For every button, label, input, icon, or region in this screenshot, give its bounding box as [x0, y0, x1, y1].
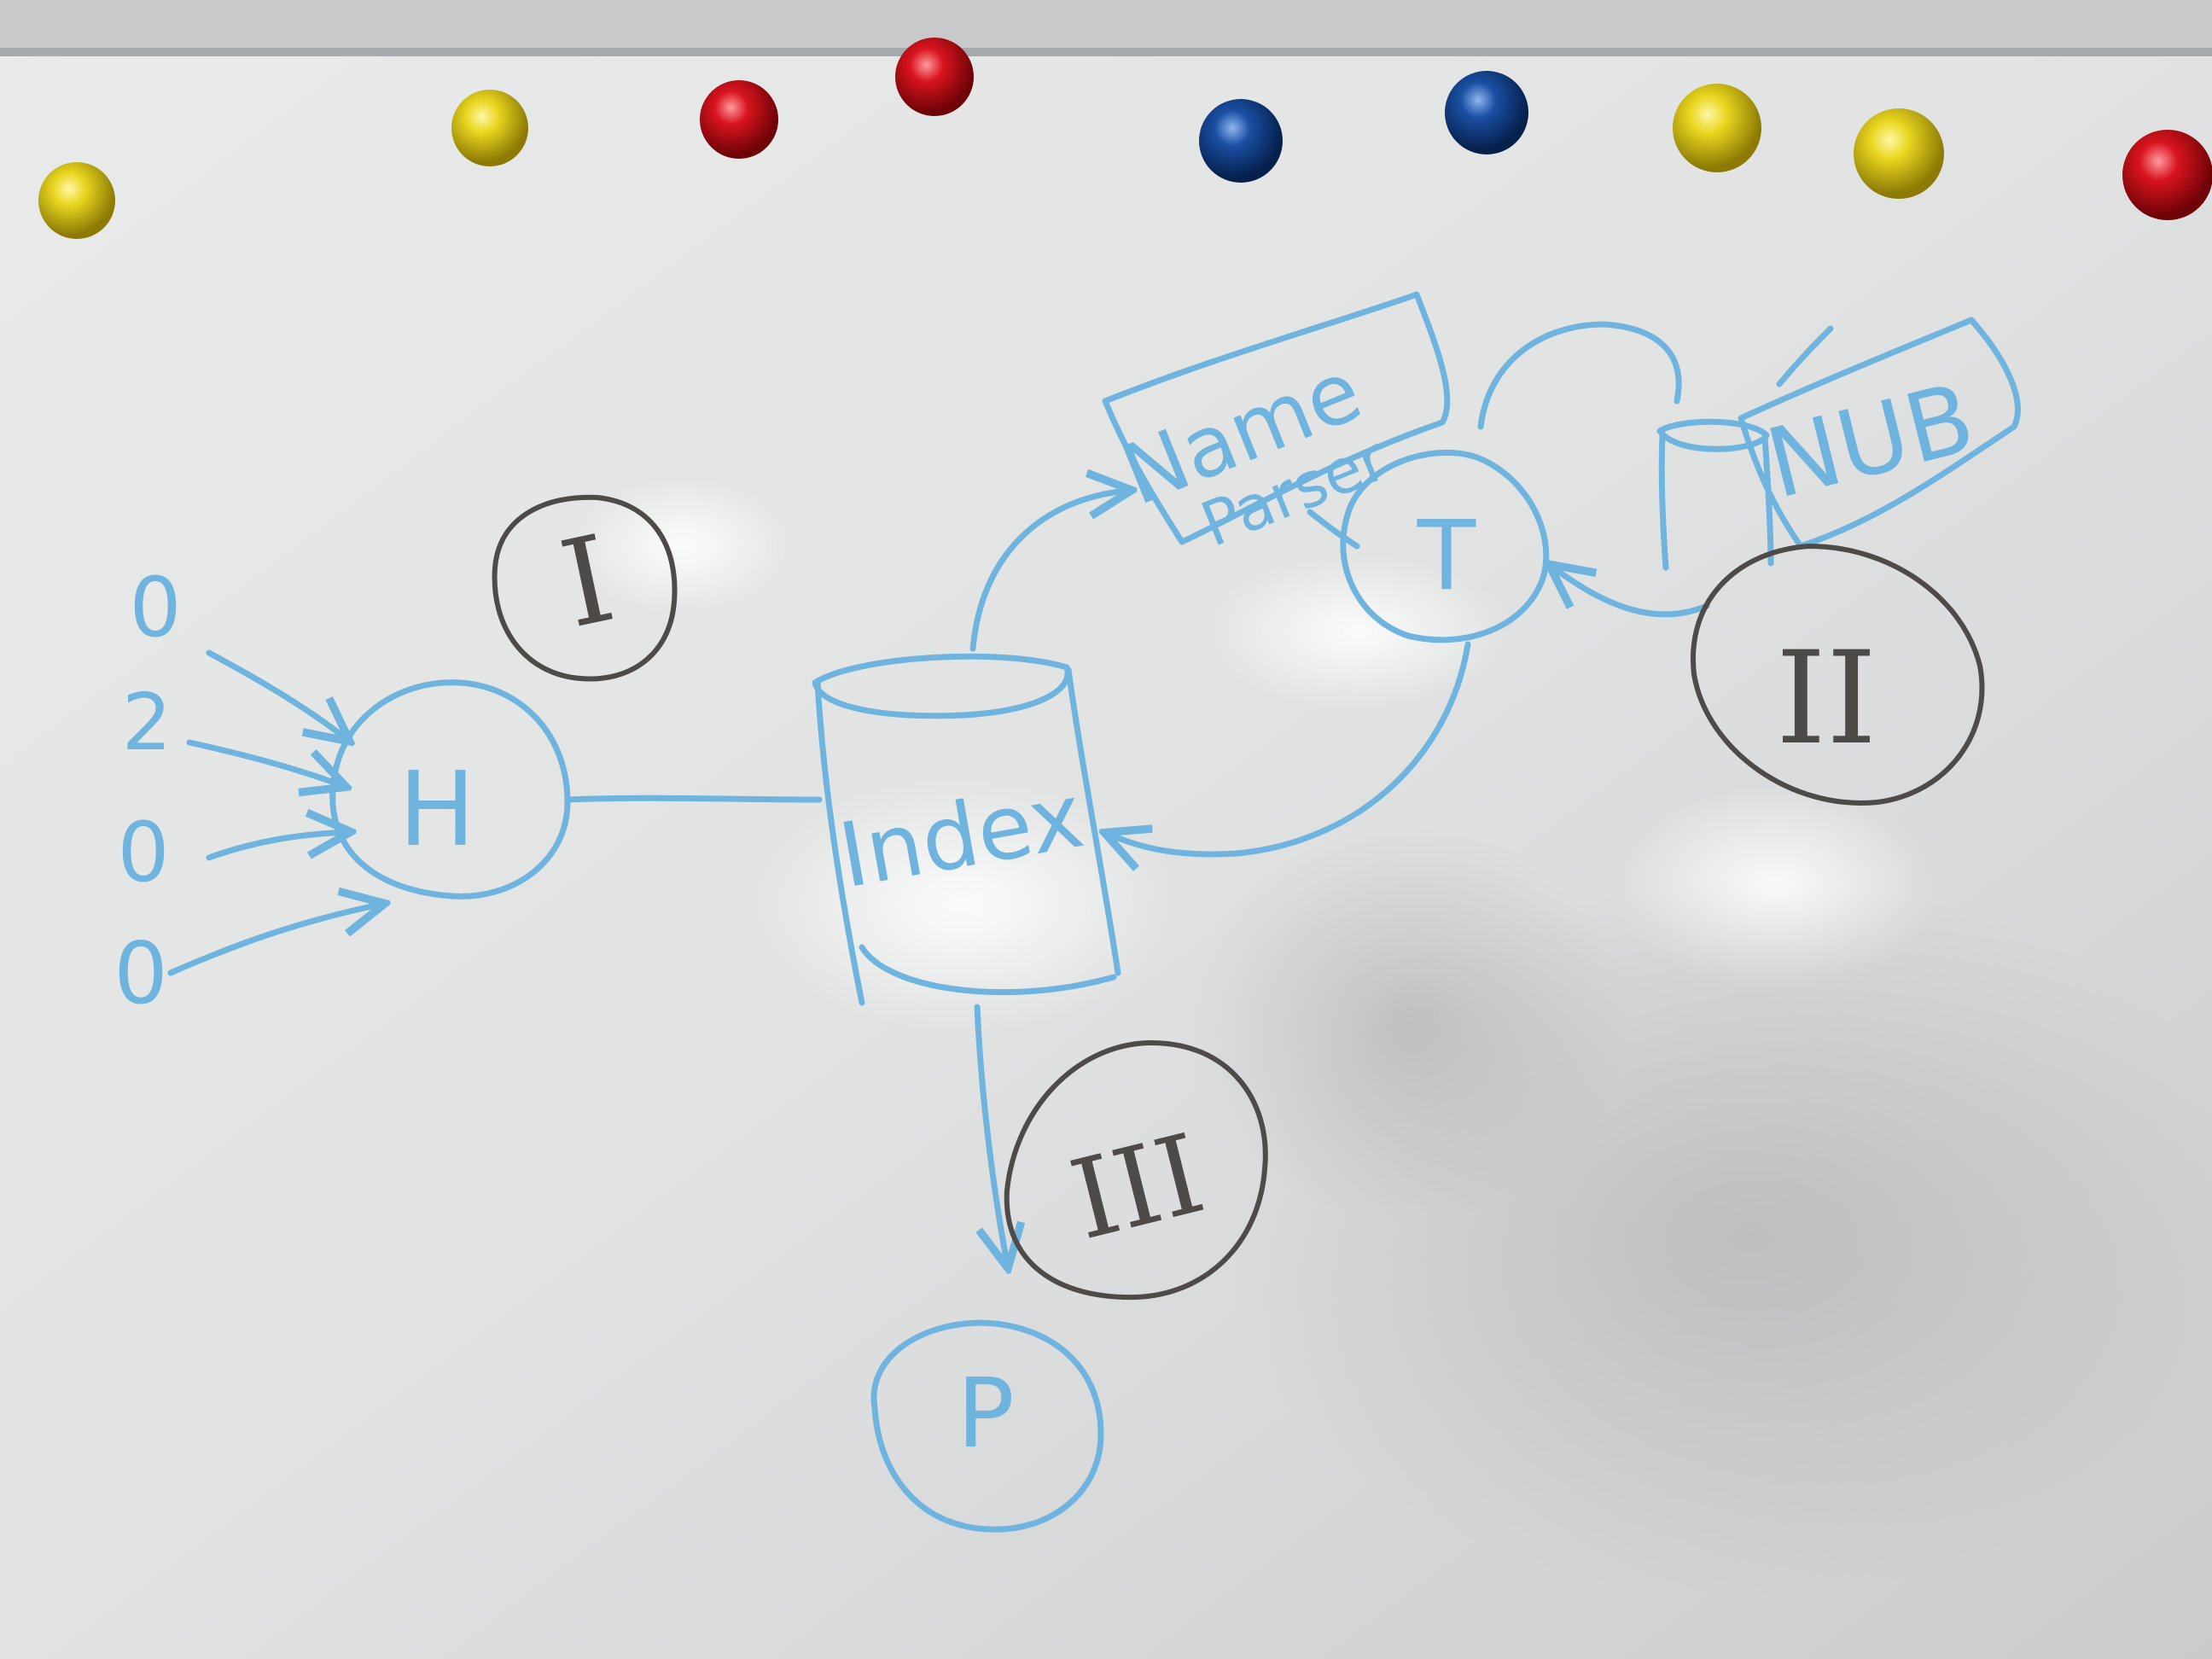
magnet-yellow[interactable] [1673, 84, 1761, 172]
input-arrow [206, 832, 346, 861]
phase-iii-label: III [1059, 1110, 1215, 1265]
magnet-yellow[interactable] [1854, 108, 1944, 199]
p-label: P [957, 1359, 1015, 1470]
input-marks: 0 2 0 0 [114, 560, 181, 1023]
magnet-blue[interactable] [1445, 71, 1528, 154]
nub-t-arrow [1553, 568, 1710, 618]
t-node: T [1307, 449, 1550, 643]
glare [572, 478, 794, 614]
h-index-connector [564, 795, 823, 803]
input-mark: 0 [129, 560, 181, 655]
p-node: P [870, 1319, 1104, 1533]
h-label: H [399, 751, 475, 870]
input-mark: 2 [122, 677, 172, 768]
t-label: T [1417, 501, 1476, 612]
magnet-yellow[interactable] [38, 162, 115, 239]
shadow [1186, 828, 1630, 1220]
index-p-arrow [974, 1004, 1007, 1263]
t-index-arrow [1109, 641, 1471, 854]
phase-ii-label: II [1776, 625, 1877, 773]
magnet-red[interactable] [2122, 130, 2212, 220]
phase-iii: III [1004, 1039, 1268, 1301]
glare [1203, 555, 1511, 708]
input-arrow [206, 649, 346, 738]
phase-markers: I II III [492, 494, 1985, 1301]
magnets [38, 38, 2212, 239]
board-top-frame [0, 0, 2212, 53]
t-nub-loop [1477, 321, 1682, 430]
magnet-red[interactable] [895, 38, 974, 116]
input-arrow [186, 739, 341, 785]
magnet-yellow[interactable] [451, 90, 528, 166]
magnet-blue[interactable] [1199, 99, 1283, 183]
input-mark: 0 [114, 923, 168, 1023]
input-mark: 0 [117, 805, 169, 900]
phase-ii: II [1690, 544, 1985, 806]
input-arrow [167, 905, 380, 976]
index-parser-arrow [969, 491, 1126, 652]
magnet-red[interactable] [700, 80, 778, 159]
